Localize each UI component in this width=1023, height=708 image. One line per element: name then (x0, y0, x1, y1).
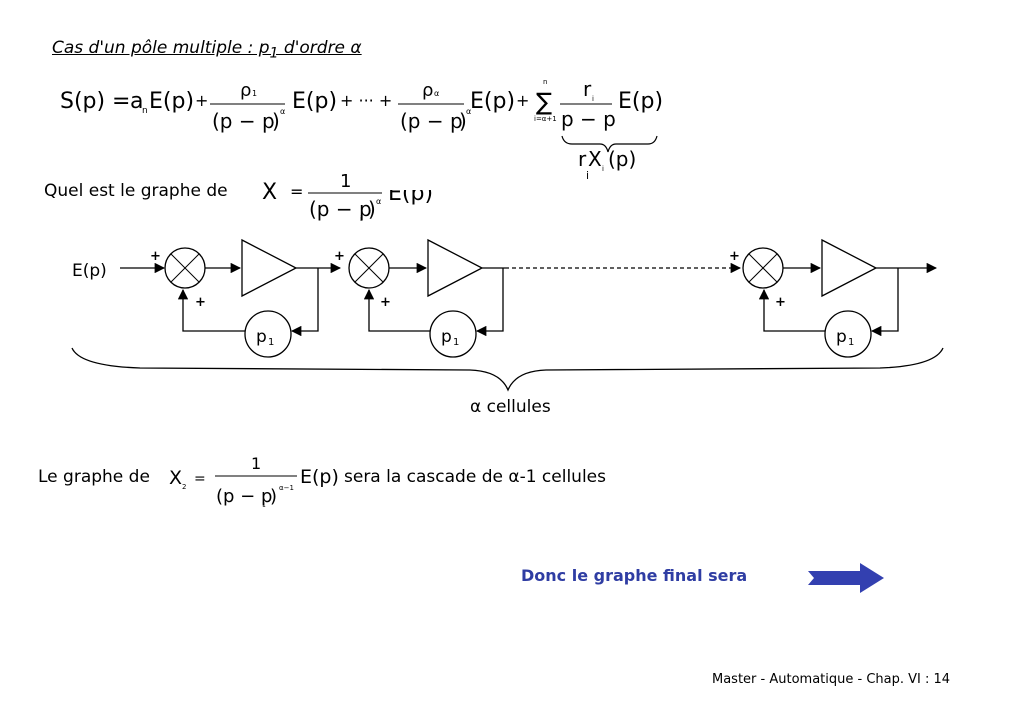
plus-bottom: + (380, 295, 391, 310)
eq-Ep3: E(p) (470, 89, 515, 114)
eq-den2-pow: α (466, 107, 471, 116)
gain-block (821, 238, 878, 298)
feedback-label: p (256, 327, 267, 347)
q2-X-sub: 2 (182, 483, 186, 491)
feedback-block (429, 310, 477, 358)
brace-r-sub: i (586, 169, 589, 182)
brace-p: (p) (608, 147, 636, 171)
cell-1: + + p 1 (150, 238, 342, 358)
sum-symbol: ∑ (536, 88, 552, 116)
eq-pmp: p − p (561, 107, 616, 131)
q2-prefix: Le graphe de (38, 467, 150, 487)
eq-Ep2: E(p) (292, 89, 337, 114)
q2-Ep: E(p) (300, 466, 339, 488)
title-sub: 1 (269, 45, 279, 62)
q1-Ep: E(p) (388, 190, 433, 206)
title-suffix: d'ordre α (278, 38, 362, 58)
underbrace (561, 135, 658, 153)
eq-equals: = (112, 89, 130, 114)
eq-den1: (p − p (212, 109, 275, 133)
slide-title: Cas d'un pôle multiple : p1 d'ordre α (52, 38, 362, 61)
eq-rhoa: ρ (422, 80, 433, 101)
q1-pow: α (376, 197, 381, 206)
main-equation: S(p) = a n E(p) + ρ 1 (p − p i ) α E(p) … (44, 77, 663, 200)
eq-pmp-sub: i (605, 125, 607, 133)
feedback-block (244, 310, 292, 358)
feedback-sub: 1 (848, 337, 854, 348)
cellules-label: α cellules (470, 397, 551, 417)
eq-den1-sub: i (264, 127, 266, 135)
feedback-sub: 1 (453, 337, 459, 348)
feedback-label: p (836, 327, 847, 347)
eq-ri: r (583, 77, 592, 101)
eq-den2-sub: i (452, 127, 454, 135)
q2-suffix: sera la cascade de α-1 cellules (344, 467, 606, 487)
footer-text: Master - Automatique - Chap. VI : 14 (712, 672, 951, 687)
question2: Le graphe de X 2 = 1 (p − p 1 ) α−1 E(p)… (38, 454, 606, 509)
brace-r: r (578, 147, 587, 171)
eq-Ep1: E(p) (149, 89, 194, 114)
sum-top: n (543, 78, 547, 86)
eq-rho1-sub: 1 (252, 89, 257, 98)
plus-top: + (334, 249, 345, 264)
q2-X: X (169, 467, 182, 489)
cells-brace (71, 347, 944, 392)
brace-X-sub: i (602, 165, 604, 173)
title-prefix: Cas d'un pôle multiple : p (52, 38, 270, 58)
eq-a-sub: n (142, 106, 148, 116)
eq-plus2: + (516, 91, 529, 110)
feedback-block (824, 310, 872, 358)
q2-den: (p − p (216, 486, 272, 507)
q1-num: 1 (340, 171, 351, 192)
eq-rho1: ρ (240, 80, 251, 101)
plus-top: + (150, 249, 161, 264)
gain-block (427, 238, 484, 298)
gain-block (241, 238, 298, 298)
feedback-label: p (441, 327, 452, 347)
cell-2: + + p 1 (334, 238, 505, 358)
block-diagram: E(p) + + p 1 + + p 1 + + (71, 238, 944, 392)
q2-num: 1 (251, 454, 261, 473)
q2-close: ) (270, 486, 277, 507)
sum-bottom: i=α+1 (534, 115, 557, 123)
eq-den1-pow: α (280, 107, 285, 116)
cell-alpha: + + p 1 (729, 238, 938, 358)
eq-plus1: + (195, 91, 208, 110)
q1-den: (p − p (309, 197, 372, 221)
q2-eq: = (194, 471, 206, 487)
q1-text: Quel est le graphe de (44, 181, 228, 200)
eq-den1-close: ) (272, 109, 280, 133)
q1-X: X (262, 180, 277, 200)
q1-denominator: (p − p i ) α E(p) (309, 190, 433, 223)
plus-bottom: + (195, 295, 206, 310)
eq-ri-sub: i (592, 95, 594, 103)
feedback-sub: 1 (268, 337, 274, 348)
q2-den-sub: 1 (262, 502, 266, 509)
eq-lhs: S(p) (60, 89, 105, 114)
q1-eq: = (290, 182, 303, 200)
conclusion-text: Donc le graphe final sera (521, 566, 748, 585)
q1-den-sub: i (360, 215, 362, 223)
eq-rhoa-sub: α (434, 89, 439, 98)
q2-pow: α−1 (279, 484, 294, 492)
brace-X: X (588, 147, 602, 171)
plus-top: + (729, 249, 740, 264)
eq-Ep4: E(p) (618, 89, 663, 114)
eq-a: a (130, 89, 143, 114)
eq-den2: (p − p (400, 109, 463, 133)
next-arrow-icon[interactable] (808, 561, 886, 595)
input-label: E(p) (72, 261, 107, 281)
q1-X-sub: 1 (277, 199, 281, 200)
eq-den2-close: ) (459, 109, 467, 133)
eq-dots: + ··· + (340, 91, 392, 110)
plus-bottom: + (775, 295, 786, 310)
q1-close: ) (368, 197, 376, 221)
